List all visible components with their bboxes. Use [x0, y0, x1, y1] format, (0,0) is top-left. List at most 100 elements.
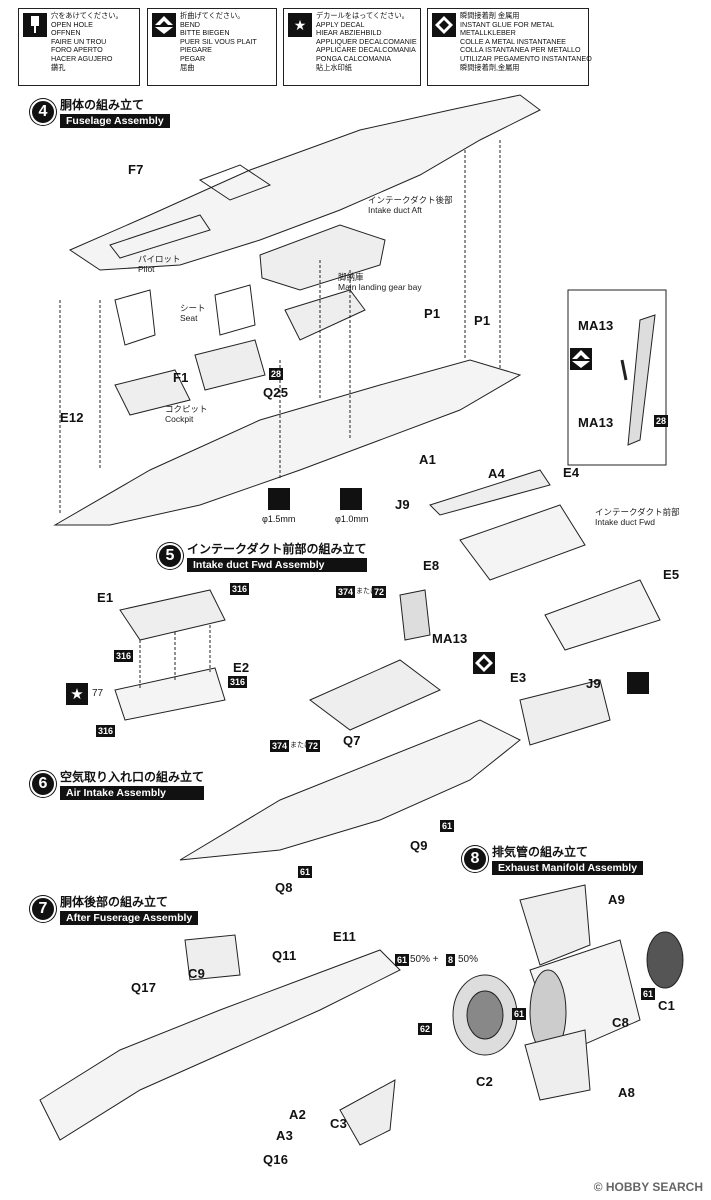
part-label: E1 — [97, 590, 114, 605]
paint-code-tag: 61 — [512, 1008, 527, 1020]
step-number: 6 — [30, 771, 56, 797]
paint-code-tag: 316 — [96, 725, 116, 737]
part-label: Q16 — [263, 1152, 289, 1167]
paint-code-tag: 62 — [418, 1023, 433, 1035]
step-title-jp: 胴体の組み立て — [60, 98, 145, 112]
paint-code-tag: 61 — [298, 866, 313, 878]
step-number: 5 — [157, 543, 183, 569]
step-title-jp: インテークダクト前部の組み立て — [187, 542, 367, 556]
part-label: E11 — [333, 929, 357, 944]
step-4-header: 4 胴体の組み立て Fuselage Assembly — [30, 96, 170, 128]
step-title-jp: 空気取り入れ口の組み立て — [60, 770, 205, 784]
paint-code-tag: 28 — [654, 415, 669, 427]
part-label: Q9 — [410, 838, 428, 853]
step-6-header: 6 空気取り入れ口の組み立て Air Intake Assembly — [30, 768, 205, 800]
part-label: C2 — [476, 1074, 494, 1089]
part-label: Q25 — [263, 385, 289, 400]
part-label: C8 — [612, 1015, 630, 1030]
step-title-en: Intake duct Fwd Assembly — [187, 558, 367, 572]
paint-code-tag: 316 — [114, 650, 134, 662]
legend-open-hole: 穴をあけてください。 OPEN HOLE OFFNEN FAIRE UN TRO… — [18, 8, 140, 86]
part-label: Q8 — [275, 880, 293, 895]
decal-star-icon: ★ — [66, 683, 88, 705]
part-label: C1 — [658, 998, 676, 1013]
part-label: P1 — [424, 306, 441, 321]
drill-hole-icon — [627, 672, 649, 694]
step-title-jp: 排気管の組み立て — [492, 845, 589, 859]
part-label: J9 — [395, 497, 410, 512]
legend-text-glue: 瞬間接着剤 金属用 INSTANT GLUE FOR METAL METALLK… — [460, 11, 592, 72]
part-label: E12 — [60, 410, 84, 425]
paint-code-tag: 374 — [270, 740, 290, 752]
part-label: Q7 — [343, 733, 361, 748]
part-label: Q17 — [131, 980, 157, 995]
drill-hole-icon — [268, 488, 290, 510]
part-label: A8 — [618, 1085, 636, 1100]
step-title-jp: 胴体後部の組み立て — [60, 895, 169, 909]
paint-code-tag: 374 — [336, 586, 356, 598]
legend-text-decal: デカールをはってください。 APPLY DECAL HIEAR ABZIEHBI… — [316, 11, 417, 72]
part-label: A4 — [488, 466, 506, 481]
part-label: MA13 — [432, 631, 468, 646]
part-label: E2 — [233, 660, 250, 675]
step-number: 8 — [462, 846, 488, 872]
drill-hole-icon — [340, 488, 362, 510]
part-label: A2 — [289, 1107, 307, 1122]
drill-size-label: φ1.5mm — [262, 514, 296, 524]
part-label: J9 — [586, 676, 601, 691]
part-label: MA13 — [578, 415, 614, 430]
watermark: © HOBBY SEARCH — [593, 1180, 703, 1194]
part-label: E4 — [563, 465, 580, 480]
paint-code-tag: 28 — [269, 368, 284, 380]
step-number: 7 — [30, 896, 56, 922]
paint-code-tag: 72 — [306, 740, 321, 752]
part-label: MA13 — [578, 318, 614, 333]
part-label: A1 — [419, 452, 437, 467]
instant-glue-icon — [473, 652, 495, 674]
step-5-header: 5 インテークダクト前部の組み立て Intake duct Fwd Assembl… — [157, 540, 367, 572]
part-label: A9 — [608, 892, 626, 907]
step-8-header: 8 排気管の組み立て Exhaust Manifold Assembly — [462, 843, 644, 875]
legend-text-bend: 折曲げてください。 BEND BITTE BIEGEN PUER SIL VOU… — [180, 11, 257, 72]
part-label: E8 — [423, 558, 440, 573]
decal-star-icon: ★ — [288, 13, 312, 37]
paint-code-tag: 61 — [440, 820, 455, 832]
paint-code-tag: 8 — [446, 954, 456, 966]
bend-icon — [152, 13, 176, 37]
step-number: 4 — [30, 99, 56, 125]
part-label: P1 — [474, 313, 491, 328]
paint-code-tag: 61 — [641, 988, 656, 1000]
part-label: F1 — [173, 370, 189, 385]
legend-glue: 瞬間接着剤 金属用 INSTANT GLUE FOR METAL METALLK… — [427, 8, 592, 86]
step-title-en: Air Intake Assembly — [60, 786, 205, 800]
decal-number: 77 — [92, 688, 104, 699]
legend-decal: ★ デカールをはってください。 APPLY DECAL HIEAR ABZIEH… — [283, 8, 421, 86]
mix-ratio: 50% + — [410, 954, 439, 965]
step-title-en: Exhaust Manifold Assembly — [492, 861, 644, 875]
paint-code-tag: 316 — [228, 676, 248, 688]
step-title-en: Fuselage Assembly — [60, 114, 170, 128]
mix-ratio: 50% — [458, 954, 479, 965]
or-label: または — [356, 588, 377, 595]
paint-code-tag: 61 — [395, 954, 410, 966]
legend-bend: 折曲げてください。 BEND BITTE BIEGEN PUER SIL VOU… — [147, 8, 277, 86]
part-label: Q11 — [272, 948, 297, 963]
bend-icon — [570, 348, 592, 370]
legend-text-open-hole: 穴をあけてください。 OPEN HOLE OFFNEN FAIRE UN TRO… — [51, 11, 123, 72]
drill-size-label: φ1.0mm — [335, 514, 369, 524]
instant-glue-icon — [432, 13, 456, 37]
part-label: E5 — [663, 567, 680, 582]
or-label: または — [290, 742, 311, 749]
paint-code-tag: 72 — [372, 586, 387, 598]
part-label: A3 — [276, 1128, 294, 1143]
paint-code-tag: 316 — [230, 583, 250, 595]
part-label: F7 — [128, 162, 144, 177]
